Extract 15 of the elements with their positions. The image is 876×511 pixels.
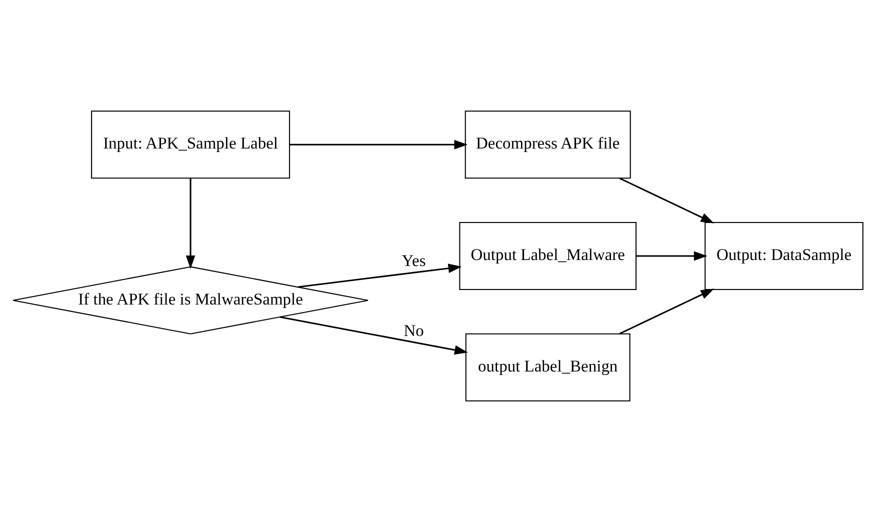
node-box: Output: DataSample bbox=[704, 221, 864, 290]
arrow bbox=[619, 177, 714, 223]
arrow bbox=[619, 288, 714, 334]
arrow bbox=[636, 250, 708, 260]
arrow bbox=[280, 316, 468, 354]
node-box: Input: APK_Sample Label bbox=[91, 110, 290, 178]
node-diamond: If the APK file is MalwareSample bbox=[12, 266, 368, 334]
node-box: Decompress APK file bbox=[464, 110, 631, 178]
arrow bbox=[298, 263, 462, 288]
edge-label: No bbox=[404, 320, 424, 340]
arrow bbox=[186, 178, 196, 268]
edge-label: Yes bbox=[402, 250, 426, 270]
node-box: output Label_Benign bbox=[465, 332, 630, 401]
arrow bbox=[290, 139, 468, 149]
node-box: Output Label_Malware bbox=[459, 221, 637, 290]
